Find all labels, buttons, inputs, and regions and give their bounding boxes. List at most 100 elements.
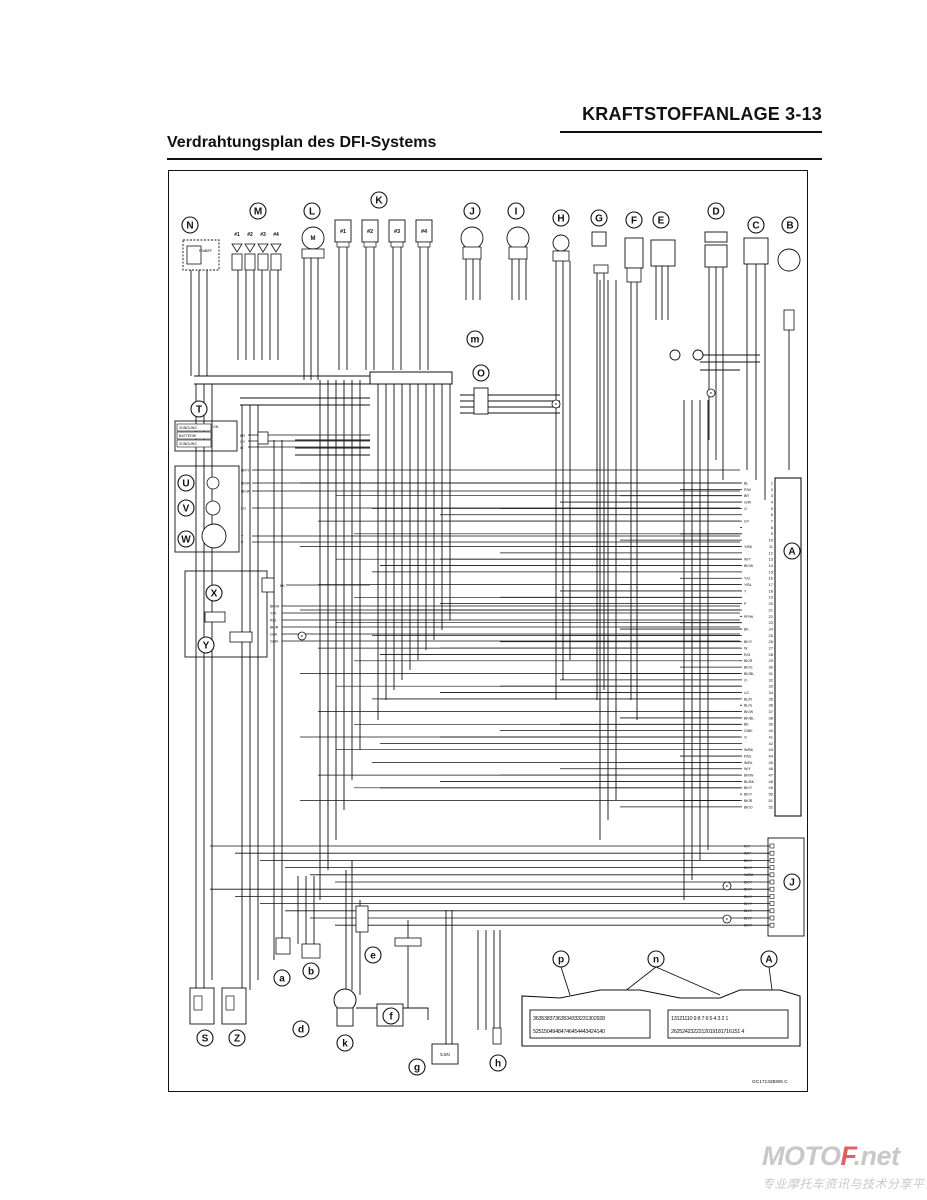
ecu-pin-number: 5 bbox=[771, 506, 774, 511]
component-p-letter: p bbox=[558, 955, 564, 966]
component-k-letter: K bbox=[375, 196, 383, 207]
injector-number: #3 bbox=[394, 229, 400, 235]
connector-j-pin bbox=[769, 850, 775, 856]
component-x-badge bbox=[205, 584, 223, 602]
component-z-badge bbox=[228, 1029, 246, 1047]
connector-j-wire: R/Y bbox=[744, 844, 751, 848]
component-u-letter: U bbox=[182, 479, 189, 490]
ecu-pin-number: 23 bbox=[769, 620, 774, 625]
component-f-badge bbox=[382, 1007, 400, 1025]
meter-wire: BR/Y bbox=[241, 468, 250, 472]
off-label: OFF bbox=[205, 249, 213, 253]
sensor-connector bbox=[593, 264, 609, 274]
temp-gauge bbox=[205, 500, 221, 516]
splice-letter: P bbox=[555, 402, 558, 407]
component-j-badge bbox=[783, 873, 801, 891]
run-switch-body bbox=[186, 245, 202, 265]
x-wire: BK bbox=[280, 584, 285, 588]
ecu-pin-number: 44 bbox=[769, 753, 774, 758]
ecu-pin-wire: BK/R bbox=[744, 799, 753, 803]
component-b-letter: B bbox=[786, 221, 793, 232]
component-o-badge bbox=[472, 364, 490, 382]
component-s-letter: S bbox=[202, 1034, 209, 1045]
y-sensor bbox=[204, 611, 226, 623]
y-diodes bbox=[229, 631, 253, 643]
ecu-pin-wire: O bbox=[744, 507, 747, 511]
component-b-badge bbox=[781, 216, 799, 234]
component-u-badge bbox=[177, 474, 195, 492]
component-l-letter: L bbox=[309, 207, 315, 218]
header-rule bbox=[560, 131, 822, 133]
ecu-pin-wire: BK/Y bbox=[744, 640, 753, 644]
injector-tip bbox=[390, 241, 404, 248]
ecu-pin-wire: BK/BL bbox=[744, 672, 754, 676]
ecu-pin-number: 51 bbox=[769, 798, 774, 803]
coil-number: #2 bbox=[247, 232, 253, 238]
connector-j-wire: BK/Y bbox=[744, 909, 753, 913]
component-e-badge bbox=[364, 946, 382, 964]
harness-connector-m bbox=[369, 371, 453, 385]
component-d-badge bbox=[292, 1020, 310, 1038]
component-i-letter: I bbox=[515, 207, 518, 218]
coil-number: #3 bbox=[260, 232, 266, 238]
component-t-letter: T bbox=[196, 405, 202, 416]
connector-j-pin bbox=[769, 886, 775, 892]
sensor-b-plug bbox=[783, 309, 795, 331]
component-m-letter: M bbox=[254, 207, 262, 218]
ecu-pin-number: 27 bbox=[769, 646, 774, 651]
ecu-pin-wire: BK bbox=[744, 723, 749, 727]
sensor-d-top bbox=[704, 231, 728, 243]
warning-lamp bbox=[206, 476, 220, 490]
ignition-switch-t bbox=[174, 420, 238, 452]
ignition-row-label: BATTERIE bbox=[179, 434, 197, 438]
oxygen-sensor bbox=[777, 248, 801, 272]
watermark: MOTOF.net 专业摩托车资讯与技术分享平台 bbox=[762, 1141, 927, 1197]
component-n-letter: n bbox=[653, 955, 659, 966]
ignition-coil bbox=[257, 243, 269, 253]
injector-tip bbox=[363, 241, 377, 248]
ecu-pin-wire: BK/R bbox=[744, 659, 753, 663]
component-f-letter: F bbox=[631, 216, 637, 227]
connector-j-pin bbox=[769, 894, 775, 899]
relay-coil bbox=[193, 995, 203, 1011]
subtitle-rule bbox=[167, 158, 822, 160]
ecu-p-row2: 52515049484746454443424140 bbox=[533, 1029, 605, 1035]
chapter-header: KRAFTSTOFFANLAGE 3-13 bbox=[582, 104, 822, 124]
throttle-sensor bbox=[506, 226, 530, 250]
watermark-logo: MOTOF.net bbox=[762, 1141, 900, 1171]
component-z-letter: Z bbox=[234, 1034, 240, 1045]
wire-network bbox=[190, 247, 790, 1044]
ecu-p-row1: 36353837363534333231302928 bbox=[533, 1016, 605, 1022]
ecu-pin-number: 50 bbox=[769, 792, 774, 797]
ecu-pin-wire: LG bbox=[744, 691, 749, 695]
connector-j-wire: BK/Y bbox=[744, 866, 753, 870]
run-switch-housing bbox=[182, 239, 220, 271]
ecu-pin-wire: Y/G bbox=[744, 577, 750, 581]
ecu-pin-number: 41 bbox=[769, 734, 774, 739]
ecu-socket-p bbox=[529, 1009, 651, 1039]
throttle-sensor bbox=[460, 226, 484, 250]
component-e-letter: e bbox=[370, 951, 376, 962]
ecu-pin-wire: BK/O bbox=[744, 805, 753, 809]
ecu-pin-wire: R/G bbox=[744, 653, 751, 657]
y-wire: Y/R bbox=[270, 611, 276, 615]
ecu-pin-wire: Y/BL bbox=[744, 583, 752, 587]
ecu-pin-number: 19 bbox=[769, 595, 774, 600]
t-wire: GY bbox=[240, 440, 246, 444]
ecu-pin-wire: BK/BL bbox=[744, 716, 754, 720]
connector-o bbox=[473, 387, 489, 415]
connector-j-pin bbox=[769, 922, 775, 928]
component-n-letter: N bbox=[186, 221, 193, 232]
ecu-a-row1: 13121110 9 8 7 6 5 4 3 2 1 bbox=[671, 1016, 728, 1022]
component-v-badge bbox=[177, 499, 195, 517]
connector-j-pin bbox=[769, 908, 775, 914]
component-s-badge bbox=[196, 1029, 214, 1047]
component-h-badge bbox=[489, 1054, 507, 1072]
ecu-pin-wire: Y/BK bbox=[744, 545, 753, 549]
component-i-badge bbox=[507, 202, 525, 220]
ecu-pin-wire: W/BL bbox=[744, 761, 753, 765]
component-p-badge bbox=[552, 950, 570, 968]
ecu-pin-number: 37 bbox=[769, 709, 774, 714]
ecu-pin-wire: GY bbox=[744, 520, 750, 524]
connector-j-wire: BK/Y bbox=[744, 895, 753, 899]
